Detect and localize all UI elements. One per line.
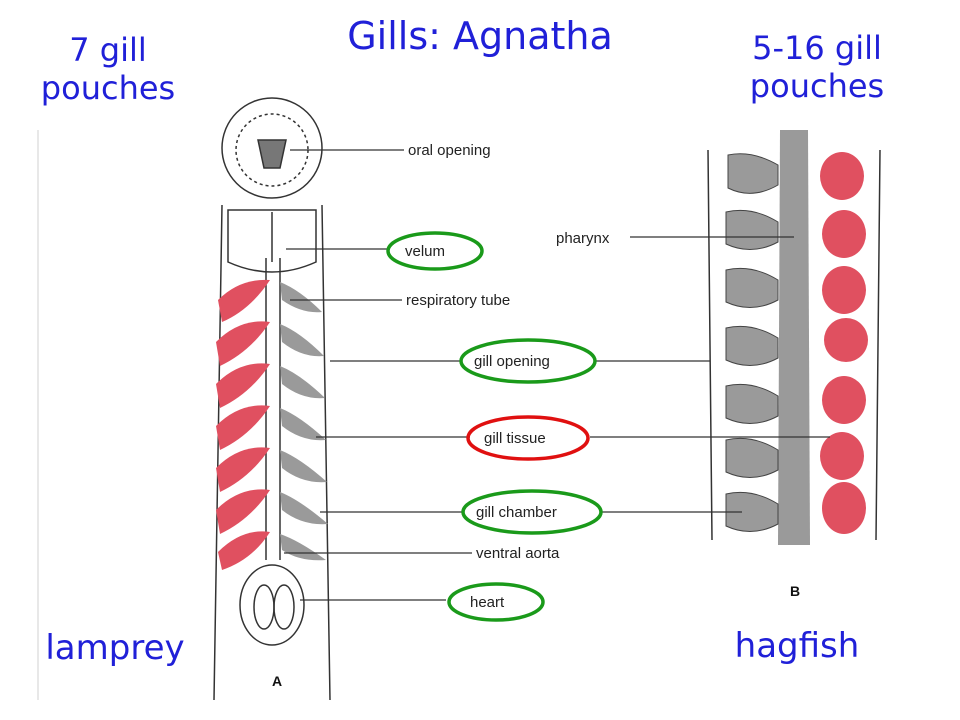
lamprey-pouch-count-line1: 7 gill [69,31,147,69]
hagfish-right-pouch-6 [820,432,864,480]
hagfish-left-pouch-4 [725,325,779,366]
mouth-teeth [257,139,287,169]
hagfish-right-pouch-7 [822,482,866,534]
lamprey-heart-outline [239,564,305,646]
lamprey-gill-lamella-3 [280,366,325,399]
gill-opening-highlight [459,338,597,384]
panel-letter-a: A [272,673,282,689]
lamprey-gill-pouch-4 [216,405,270,450]
label-ventral-aorta: ventral aorta [476,545,560,562]
hagfish-right-pouch-3 [822,266,866,314]
lamprey-gill-pouch-5 [216,447,270,492]
lamprey-gill-lamella-1 [280,282,322,313]
lamprey-heart-ventricle [273,584,295,630]
label-heart: heart [470,594,505,611]
label-velum: velum [405,243,445,260]
hagfish-right-pouch-4 [824,318,868,362]
label-gill-opening: gill opening [474,353,550,370]
hagfish-drawing [707,130,881,545]
hagfish-left-pouch-7 [725,491,779,532]
lamprey-gill-lamella-6 [280,492,328,525]
heart-highlight [447,582,545,622]
label-pharynx: pharynx [556,230,610,247]
lamprey-head-chamber [227,209,317,273]
slide-title: Gills: Agnatha [347,14,613,58]
lamprey-gill-pouch-6 [216,489,270,534]
label-oral-opening: oral opening [408,142,491,159]
label-gill-chamber: gill chamber [476,504,557,521]
hagfish-right-pouch-2 [822,210,866,258]
lamprey-body-outline [213,204,331,701]
lamprey-gill-lamella-5 [280,450,327,483]
lamprey-gill-lamella-4 [280,408,326,441]
hagfish-right-pouch-1 [820,152,864,200]
hagfish-left-pouches [725,153,779,532]
lamprey-gill-pouches [216,279,328,570]
leader-lines [284,149,830,601]
lamprey-respiratory-tube [265,258,281,560]
hagfish-body-outline [707,149,881,541]
velum-highlight [386,231,484,271]
gill-tissue-highlight [466,415,590,461]
hagfish-left-pouch-2 [725,209,779,250]
highlight-circles [386,231,603,622]
lamprey-drawing [213,97,331,701]
lamprey-gill-lamella-7 [280,534,326,561]
hagfish-label: hagfish [734,626,860,666]
hagfish-left-pouch-6 [725,437,779,478]
lamprey-gill-pouch-7 [218,531,270,570]
hagfish-right-pouch-5 [822,376,866,424]
lamprey-gill-pouch-3 [216,363,270,408]
hagfish-pouch-count: 5-16 gill pouches [722,29,912,106]
gill-chamber-highlight [461,489,603,535]
lamprey-label: lamprey [45,628,185,668]
lamprey-pouch-count-line2: pouches [40,68,176,107]
hagfish-pharynx [778,130,810,545]
label-respiratory-tube: respiratory tube [406,292,510,309]
panel-letter-b: B [790,583,800,599]
hagfish-pouch-count-line1: 5-16 gill [752,29,882,67]
label-gill-tissue: gill tissue [484,430,546,447]
lamprey-heart-atrium [253,584,275,630]
hagfish-right-pouches [820,152,868,534]
lamprey-gill-pouch-1 [218,279,270,322]
oral-disc [221,97,323,199]
lamprey-gill-lamella-2 [280,324,324,357]
lamprey-pouch-count: 7 gill pouches [18,31,198,108]
hagfish-left-pouch-5 [725,383,779,424]
hagfish-left-pouch-1 [727,153,779,194]
lamprey-gill-pouch-2 [216,321,270,366]
hagfish-left-pouch-3 [725,267,779,308]
hagfish-pouch-count-line2: pouches [749,66,885,105]
